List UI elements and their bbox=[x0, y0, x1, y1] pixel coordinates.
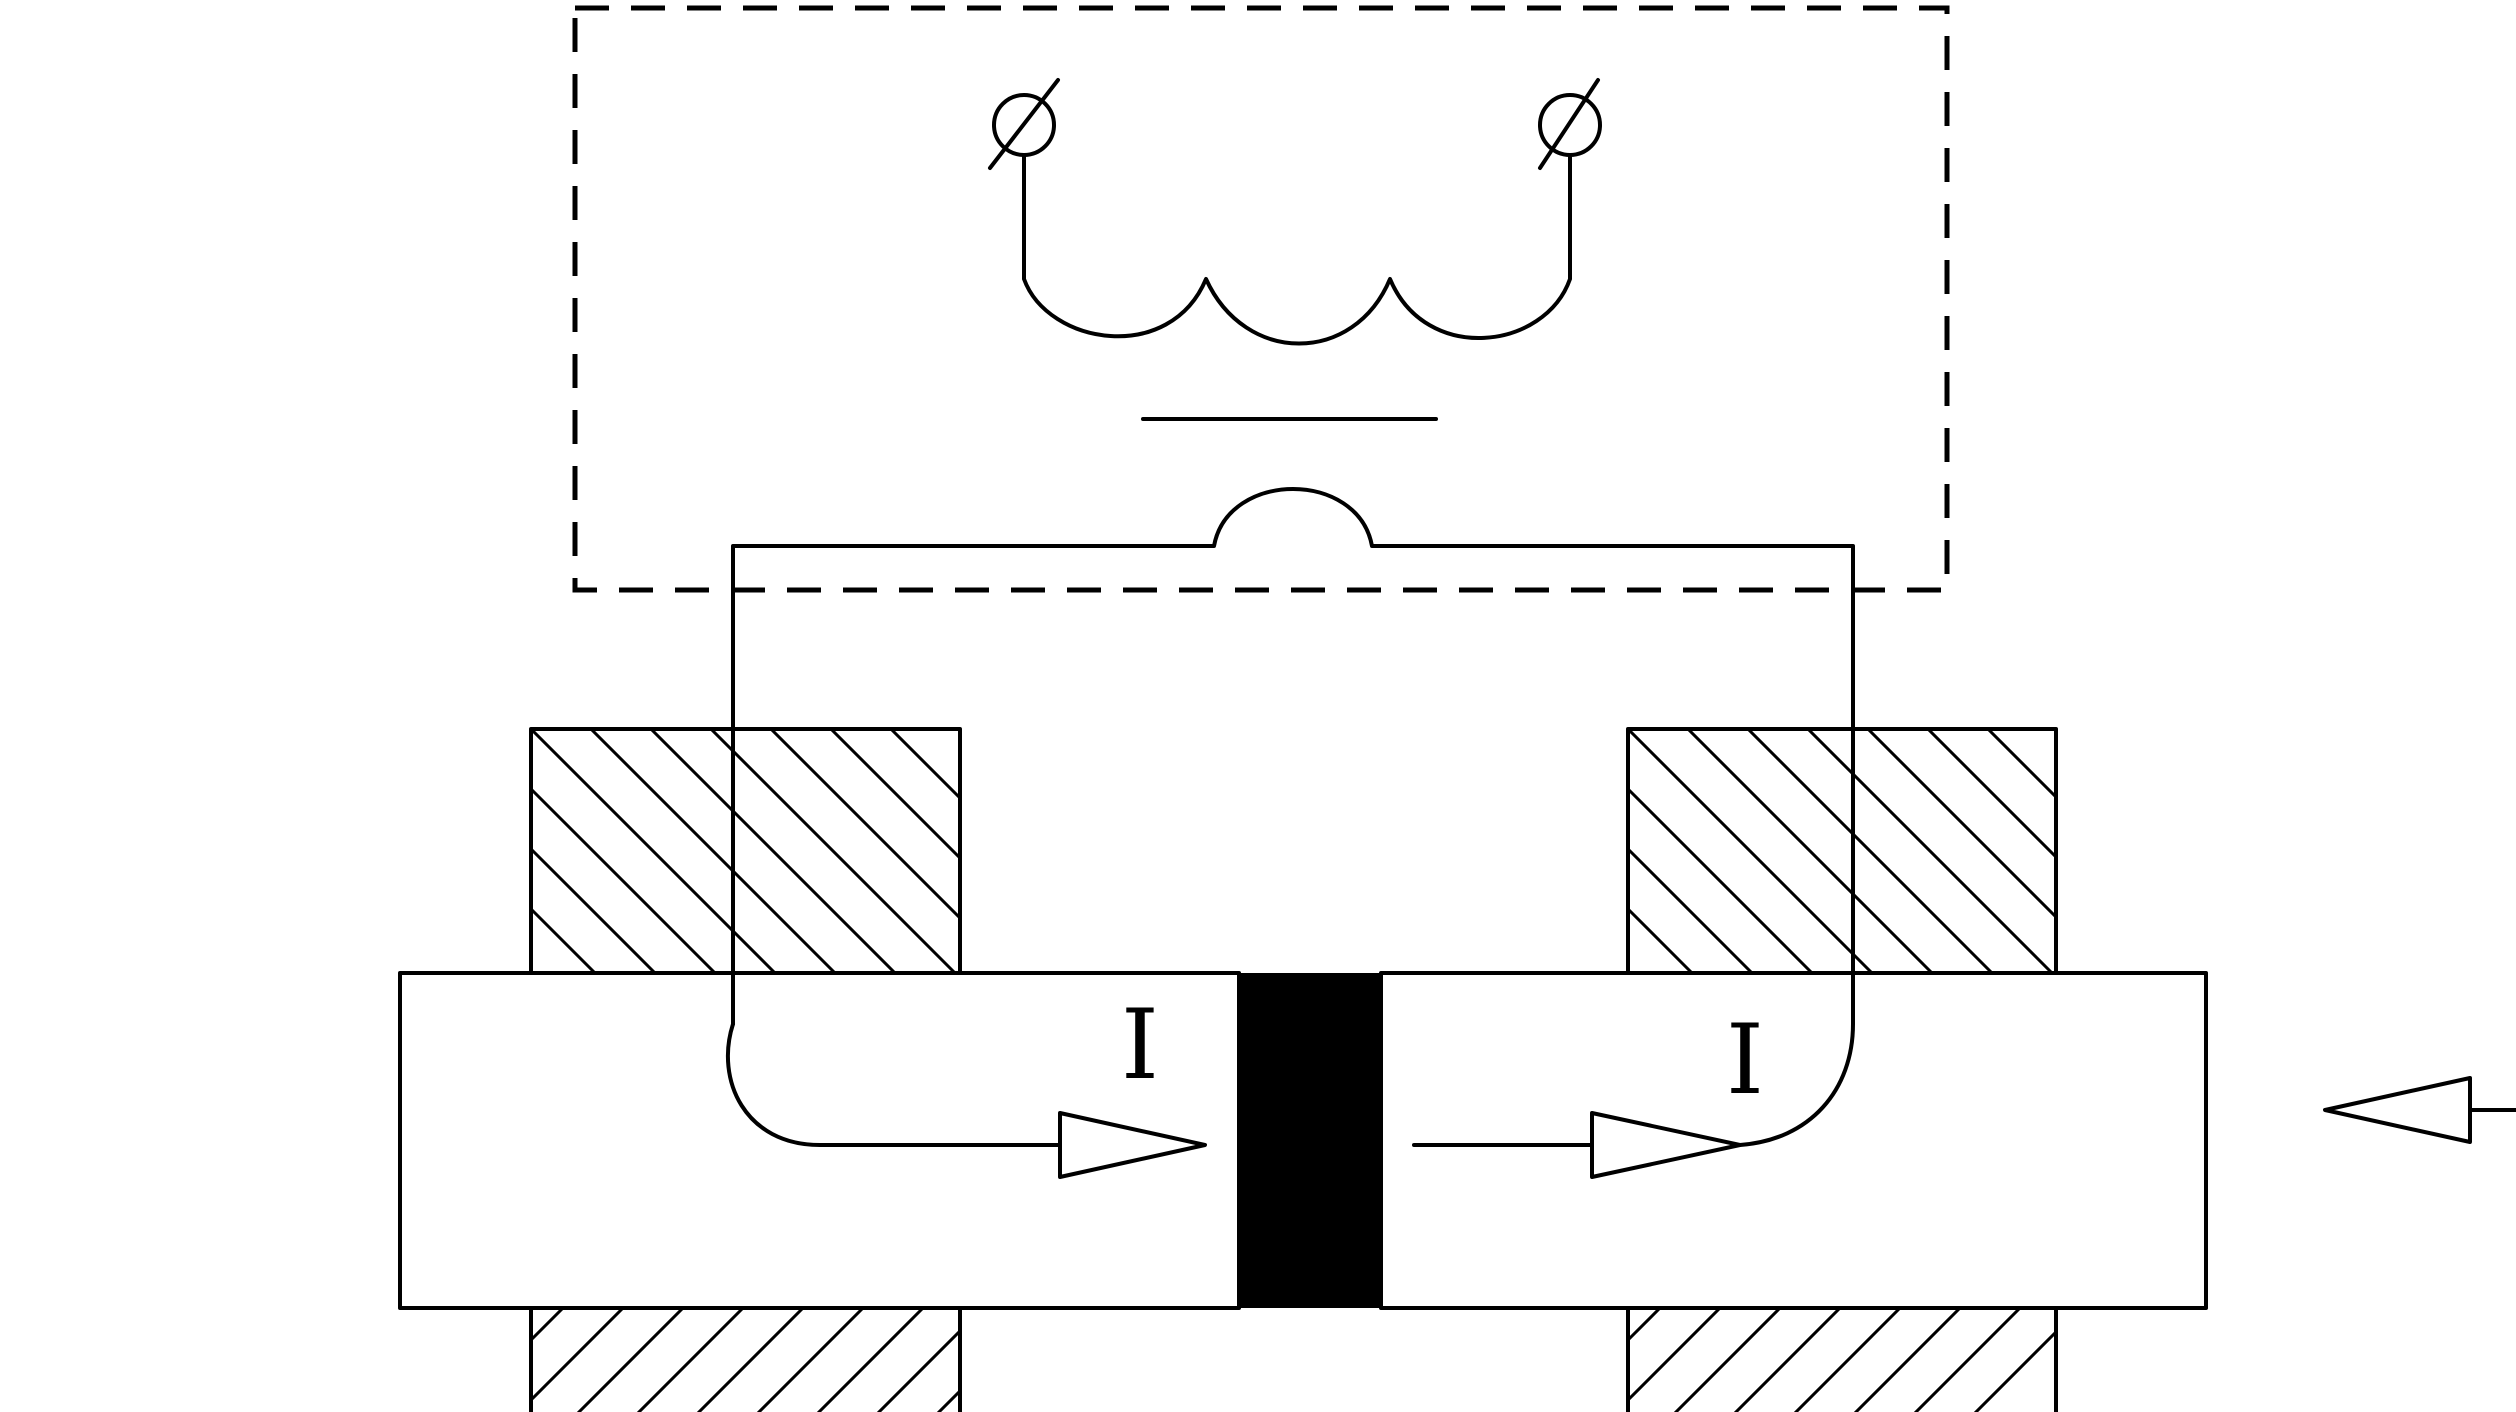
transformer-enclosure bbox=[572, 5, 1950, 593]
clamp-lower-right bbox=[1626, 1306, 2058, 1412]
primary-winding bbox=[1022, 153, 1572, 346]
current-label-right: I bbox=[1726, 1004, 1764, 1116]
secondary-winding bbox=[731, 487, 1855, 1147]
force-arrow bbox=[2323, 1076, 2516, 1144]
current-arrow-left bbox=[1058, 1111, 1207, 1179]
weld-zone bbox=[1239, 973, 1381, 1308]
current-path-left bbox=[725, 1022, 1062, 1147]
current-label-left: I bbox=[1121, 989, 1159, 1101]
workpiece-left bbox=[398, 971, 1241, 1310]
clamp-upper-left bbox=[529, 727, 962, 975]
clamp-lower-left bbox=[529, 1306, 962, 1412]
current-arrow-right bbox=[1590, 1111, 1742, 1179]
workpiece-right bbox=[1379, 971, 2208, 1310]
clamp-upper-right bbox=[1626, 727, 2058, 975]
